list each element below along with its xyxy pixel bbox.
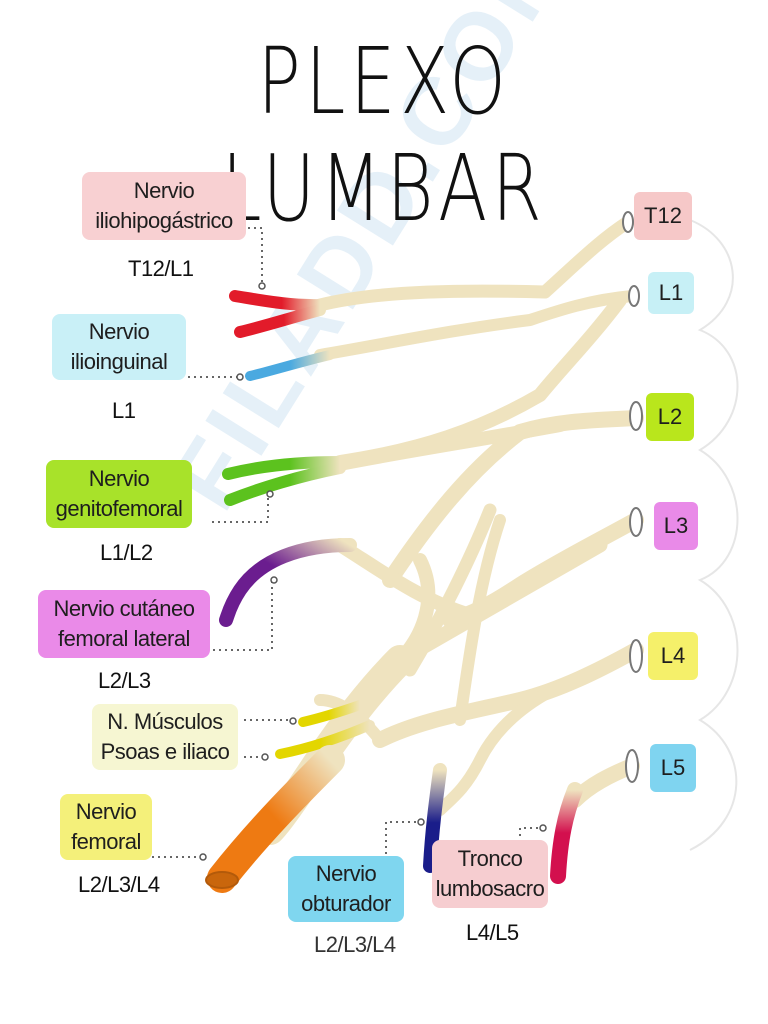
level-iliohipogastrico: T12/L1 (128, 256, 194, 281)
page-title: PLEXO LUMBAR (221, 28, 547, 242)
leader-cutaneo (213, 582, 273, 651)
root-end-t12 (622, 211, 634, 233)
trunk-t12 (313, 215, 635, 312)
label-line2: iliohipogástrico (95, 208, 233, 233)
vertebra-l5: L5 (650, 744, 696, 792)
label-iliohipogastrico: Nervio iliohipogástrico (82, 172, 246, 240)
dot-iliohipogastrico (258, 282, 266, 290)
vertebra-label: L1 (658, 280, 684, 305)
branch-genitofemoral-2 (224, 462, 346, 506)
leader-genitofemoral (212, 496, 269, 523)
branch-ilioinguinal (245, 350, 335, 381)
level-ilioinguinal: L1 (112, 398, 136, 423)
vertebra-label: L4 (660, 643, 686, 668)
level-tronco-lumbosacro: L4/L5 (466, 920, 519, 945)
branch-femoral (207, 745, 345, 893)
vertebra-l4: L4 (648, 632, 698, 680)
vertebra-label: L5 (660, 755, 686, 780)
leader-lines (152, 227, 540, 860)
leader-lumbosacro (519, 827, 540, 842)
label-cutaneo-femoral-lateral: Nervio cutáneo femoral lateral (38, 590, 210, 658)
trunk-cross-1 (333, 538, 477, 622)
dot-cutaneo (270, 576, 278, 584)
dot-femoral (199, 853, 207, 861)
vertebra-t12: T12 (634, 192, 692, 240)
level-genitofemoral: L1/L2 (100, 540, 153, 565)
dot-obturador (417, 818, 425, 826)
root-ends (205, 211, 643, 889)
label-line1: Nervio (75, 799, 137, 824)
dot-psoas-1 (289, 717, 297, 725)
label-tronco-lumbosacro: Tronco lumbosacro (432, 840, 548, 908)
dot-ilioinguinal (236, 373, 244, 381)
label-femoral: Nervio femoral (60, 794, 152, 860)
vertebra-label: T12 (644, 203, 682, 228)
label-ilioinguinal: Nervio ilioinguinal (52, 314, 186, 380)
vertebra-l2: L2 (646, 393, 694, 441)
label-obturador: Nervio obturador (288, 856, 404, 922)
label-line1: Nervio (88, 319, 150, 344)
branch-psoas-1 (298, 700, 365, 727)
dot-genitofemoral (266, 490, 274, 498)
branch-genitofemoral-1 (222, 456, 346, 480)
label-line1: Nervio (315, 861, 377, 886)
vertebra-l1: L1 (648, 272, 694, 314)
label-musculos-psoas-iliaco: N. Músculos Psoas e iliaco (92, 704, 238, 770)
spine-outline (689, 219, 739, 851)
nerve-branches (207, 290, 583, 893)
branch-iliohipogastrico-2 (234, 304, 326, 338)
label-line2: genitofemoral (55, 496, 183, 521)
trunk-l1-upper (314, 290, 638, 361)
nerve-end-femoral (205, 871, 239, 889)
level-cutaneo-femoral-lateral: L2/L3 (98, 668, 151, 693)
label-line1: Nervio cutáneo (53, 596, 195, 621)
branch-psoas-2 (275, 720, 375, 759)
branch-lumbosacro (550, 782, 583, 884)
root-end-l5 (625, 749, 639, 783)
root-end-l3 (629, 507, 643, 537)
label-line2: ilioinguinal (70, 349, 168, 374)
dot-psoas-2 (261, 753, 269, 761)
trunk-l5 (567, 758, 640, 808)
vertebra-label: L3 (663, 513, 689, 538)
trunk-l2-genito (313, 418, 567, 475)
dot-lumbosacro (539, 824, 547, 832)
label-line2: femoral (71, 829, 141, 854)
label-line2: femoral lateral (58, 626, 190, 651)
label-line2: lumbosacro (435, 876, 545, 901)
trunk-cross-3 (403, 503, 497, 677)
root-end-l2 (629, 401, 643, 431)
branch-cutaneo (219, 538, 357, 627)
leader-dots (199, 282, 547, 861)
label-line1: Tronco (457, 846, 523, 871)
trunk-cross-4 (454, 514, 506, 726)
level-femoral: L2/L3/L4 (78, 872, 160, 897)
label-line2: obturador (301, 891, 391, 916)
vertebra-label: L2 (657, 404, 683, 429)
branch-iliohipogastrico-1 (229, 290, 326, 312)
label-line2: Psoas e iliaco (100, 739, 230, 764)
trunk-l4-obt (434, 664, 606, 816)
label-line1: Nervio (133, 178, 195, 203)
level-obturador: L2/L3/L4 (314, 932, 396, 957)
label-genitofemoral: Nervio genitofemoral (46, 460, 192, 528)
root-end-l4 (629, 639, 643, 673)
leader-iliohipogastrico (248, 227, 263, 284)
leader-obturador (385, 821, 418, 860)
label-line1: N. Músculos (107, 709, 223, 734)
label-line1: Nervio (88, 466, 150, 491)
branch-obturador (423, 763, 447, 873)
root-end-l1 (628, 285, 640, 307)
vertebra-l3: L3 (654, 502, 698, 550)
